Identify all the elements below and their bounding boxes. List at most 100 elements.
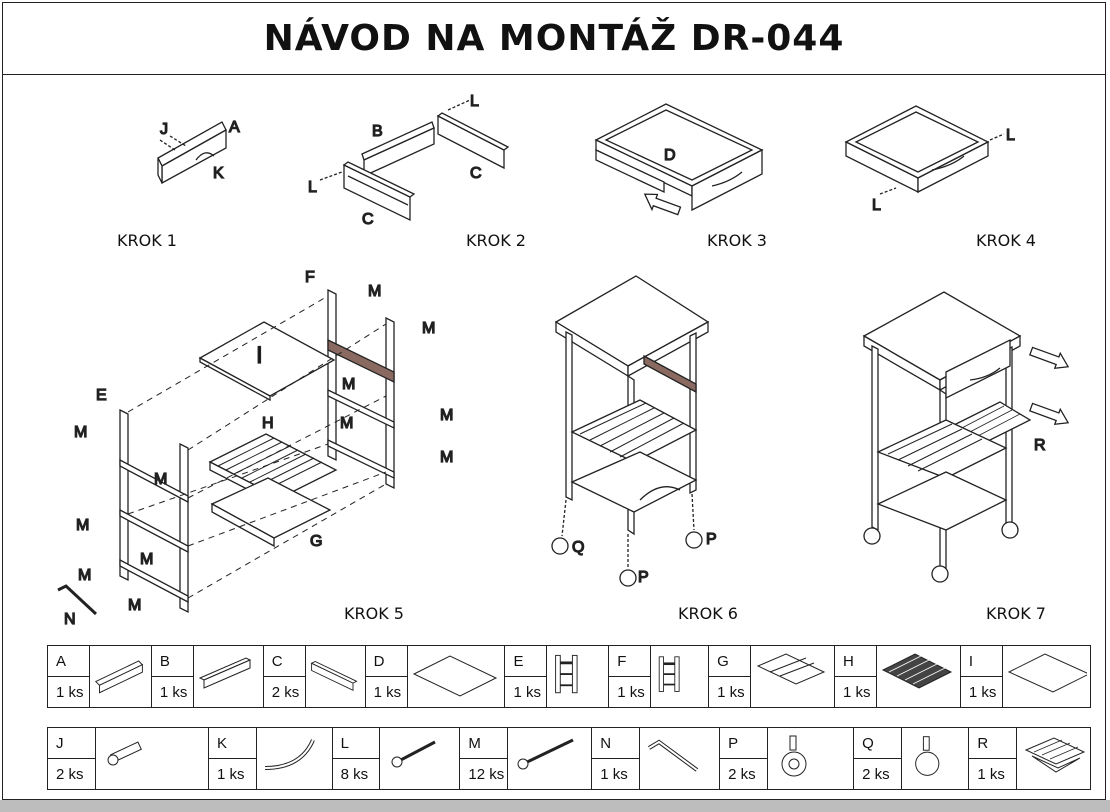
part-quantity-q: 2 ks (853, 758, 902, 790)
part-illustration-e (546, 645, 610, 708)
sheet-frame (2, 2, 1106, 800)
label-i: I (256, 342, 263, 369)
label-m: M (422, 320, 435, 337)
part-quantity-a: 1 ks (47, 676, 90, 708)
bolt-icon (107, 740, 142, 765)
step-5-figure: F M M I E M H M M M M M G M M M N M (57, 268, 454, 629)
step-6-caption: KROK 6 (678, 604, 738, 623)
label-m: M (340, 415, 353, 432)
label-c: C (362, 211, 374, 228)
part-quantity-f: 1 ks (608, 676, 652, 708)
label-l: L (308, 179, 317, 196)
slatted-shelf-icon (882, 652, 953, 689)
part-illustration-d (406, 645, 506, 708)
part-letter-a: A (47, 645, 90, 677)
label-n: N (64, 611, 76, 628)
rail-icon (310, 660, 358, 691)
step-7-caption: KROK 7 (986, 604, 1046, 623)
plank-icon (95, 659, 144, 693)
step-3-figure: D (594, 103, 764, 216)
label-d: D (664, 147, 676, 164)
step-4-caption: KROK 4 (976, 231, 1036, 250)
part-illustration-l (379, 727, 461, 790)
part-illustration-a (88, 645, 152, 708)
part-illustration-k (255, 727, 333, 790)
label-l: L (470, 93, 479, 110)
part-letter-p: P (719, 727, 768, 759)
part-quantity-h: 1 ks (834, 676, 877, 708)
part-illustration-h (875, 645, 961, 708)
long-screw-icon (517, 738, 574, 769)
label-l: L (1006, 127, 1015, 144)
label-a: A (229, 119, 240, 136)
part-letter-c: C (262, 645, 306, 677)
label-l: L (872, 197, 881, 214)
label-h: H (262, 415, 274, 432)
step-7-figure: R (862, 291, 1070, 583)
parts-row-1-quantities: 1 ks 1 ks 2 ks 1 ks 1 ks 1 ks 1 ks 1 ks 1 ks (47, 676, 1091, 708)
basket-icon (1024, 736, 1085, 773)
part-illustration-n (639, 727, 721, 790)
part-quantity-m: 12 ks (459, 758, 509, 790)
part-quantity-p: 2 ks (719, 758, 768, 790)
label-f: F (305, 269, 315, 286)
part-quantity-d: 1 ks (364, 676, 408, 708)
ladder-frame-icon (554, 654, 578, 693)
screw-icon (391, 740, 436, 767)
part-illustration-g (750, 645, 836, 708)
label-g: G (310, 533, 322, 550)
label-b: B (372, 123, 383, 140)
part-illustration-p (766, 727, 855, 790)
part-illustration-f (650, 645, 710, 708)
step-3-caption: KROK 3 (707, 231, 767, 250)
part-quantity-g: 1 ks (708, 676, 752, 708)
page-title: NÁVOD NA MONTÁŽ DR-044 (263, 17, 845, 59)
part-quantity-b: 1 ks (150, 676, 194, 708)
label-p: P (638, 569, 649, 586)
bottom-strip (0, 800, 1110, 812)
caster-icon (915, 735, 940, 776)
label-m: M (128, 597, 141, 614)
part-illustration-j (94, 727, 210, 790)
label-p: P (706, 531, 717, 548)
label-m: M (368, 283, 381, 300)
part-letter-d: D (364, 645, 408, 677)
part-letter-e: E (504, 645, 548, 677)
part-quantity-e: 1 ks (504, 676, 548, 708)
part-quantity-i: 1 ks (959, 676, 1003, 708)
caster-brake-icon (781, 735, 807, 776)
part-letter-m: M (459, 727, 509, 759)
part-letter-b: B (150, 645, 194, 677)
step-6-figure: Q P P (551, 275, 717, 587)
part-quantity-l: 8 ks (331, 758, 381, 790)
part-letter-h: H (834, 645, 877, 677)
label-e: E (96, 387, 107, 404)
step-1-caption: KROK 1 (117, 231, 177, 250)
step-1-figure: J A K (157, 118, 241, 185)
part-letter-l: L (331, 727, 381, 759)
part-letter-q: Q (853, 727, 902, 759)
top-panel-icon (1008, 652, 1091, 693)
label-k: K (213, 165, 224, 182)
assembly-illustrations: J A K B L C L C (57, 92, 1070, 629)
step-2-caption: KROK 2 (466, 231, 526, 250)
label-q: Q (572, 539, 584, 556)
label-m: M (140, 551, 153, 568)
label-m: M (154, 471, 167, 488)
title-bar: NÁVOD NA MONTÁŽ DR-044 (2, 2, 1106, 75)
label-j: J (160, 121, 168, 138)
board-icon (199, 656, 252, 689)
label-m: M (342, 376, 355, 393)
part-letter-r: R (968, 727, 1018, 759)
label-m: M (440, 449, 453, 466)
part-illustration-b (192, 645, 264, 708)
part-quantity-r: 1 ks (968, 758, 1018, 790)
ladder-frame-icon (658, 655, 680, 692)
label-m: M (440, 407, 453, 424)
part-quantity-c: 2 ks (262, 676, 306, 708)
